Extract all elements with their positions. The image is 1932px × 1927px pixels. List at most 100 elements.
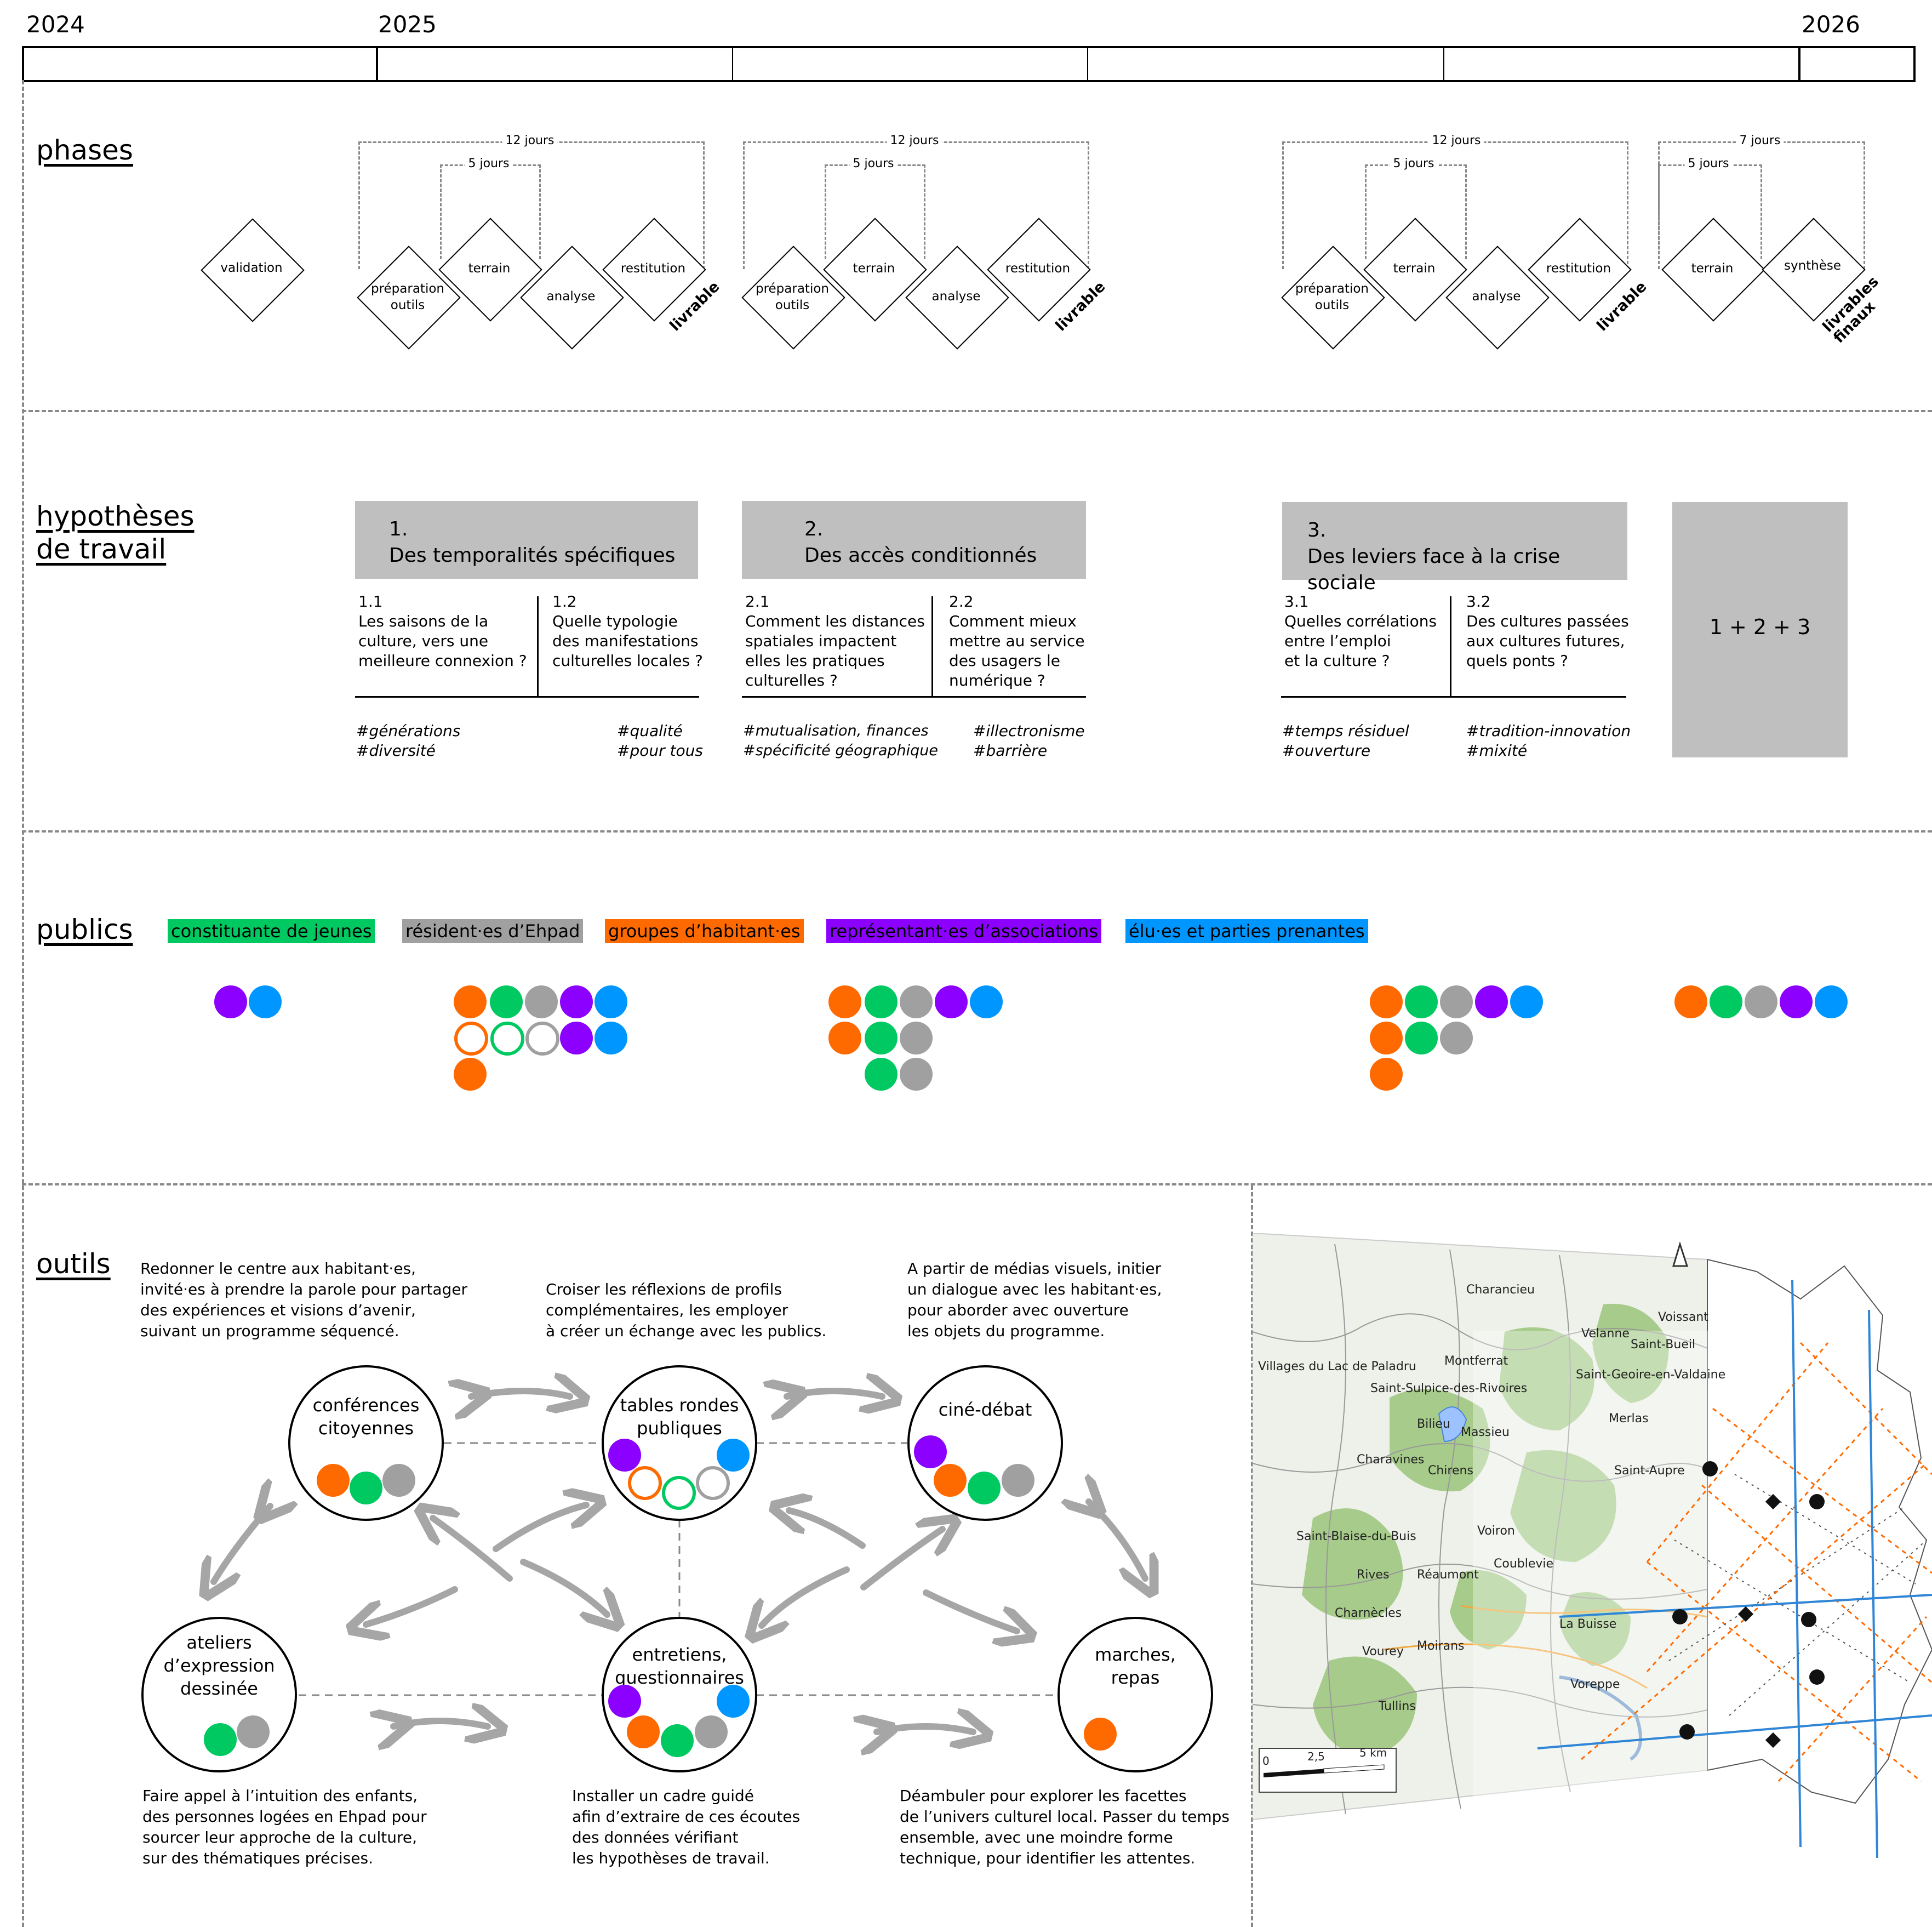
- public-dot-jeunes: [1710, 985, 1742, 1018]
- public-dot-ehpad: [1002, 1464, 1034, 1497]
- public-dot-habitants: [454, 1058, 487, 1091]
- map-place: Massieu: [1461, 1426, 1510, 1439]
- hypothesis-1-tags-left: #générations#diversité: [356, 722, 461, 760]
- public-dot-associations: [935, 985, 968, 1018]
- public-dot-associations: [1780, 985, 1813, 1018]
- bracket-label-5-days-1: 5 jours: [465, 157, 513, 170]
- phase-label-terrain-1: terrain: [468, 261, 511, 276]
- public-dot-habitants: [1370, 1058, 1403, 1091]
- public-dot-habitants: [934, 1464, 967, 1497]
- map-place: Charnècles: [1335, 1606, 1402, 1620]
- map-place: Velanne: [1581, 1327, 1630, 1341]
- hypothesis-2-tags-right: #illectronisme#barrière: [973, 722, 1085, 760]
- public-dot-habitants: [1084, 1718, 1117, 1751]
- map-place: Coublevie: [1494, 1557, 1553, 1571]
- public-dot-elus: [717, 1685, 750, 1718]
- map-place: Saint-Bueil: [1631, 1338, 1695, 1352]
- public-dot-associations: [608, 1685, 641, 1718]
- public-dot-habitants: [317, 1464, 350, 1497]
- separator-2: [22, 830, 1932, 833]
- map-place: Chirens: [1428, 1464, 1473, 1478]
- hypothesis-1-rule: [355, 696, 699, 698]
- phase-label-restitution-1: restitution: [620, 261, 686, 276]
- phase-label-analyse-3: analyse: [1472, 289, 1521, 304]
- hypothesis-3-tags-right: #tradition-innovation#mixité: [1466, 722, 1631, 760]
- map-scale-end: 5 km: [1359, 1746, 1387, 1759]
- hypothesis-1-header: 1.Des temporalités spécifiques: [355, 501, 698, 579]
- public-dot-habitants: [1370, 985, 1403, 1018]
- map-scale-0: 0: [1262, 1754, 1270, 1768]
- public-dot-elus: [1510, 985, 1543, 1018]
- hypothesis-1-tags-right: #qualité#pour tous: [617, 722, 703, 760]
- map-place: Saint-Geoire-en-Valdaine: [1576, 1368, 1725, 1382]
- phase-label-restitution-3: restitution: [1546, 261, 1611, 276]
- public-dot-habitants: [1370, 1022, 1403, 1054]
- public-dot-habitants: [627, 1715, 660, 1748]
- bracket-label-12-days-2: 12 jours: [887, 134, 942, 147]
- phase-label-terrain-3: terrain: [1393, 261, 1436, 276]
- outil-marches-repas: marches,repas: [1058, 1617, 1213, 1772]
- public-dot-jeunes: [865, 985, 898, 1018]
- outils-connectors: [0, 1343, 1251, 1891]
- public-dot-associations: [1475, 985, 1508, 1018]
- legend-habitants: groupes d’habitant·es: [605, 919, 804, 943]
- bracket-label-7-days: 7 jours: [1736, 134, 1784, 147]
- public-dot-ehpad: [1440, 1022, 1473, 1054]
- map-place: La Buisse: [1559, 1617, 1616, 1631]
- legend-ehpad: résident·es d’Ehpad: [402, 919, 584, 943]
- territory-map: Charancieu Villages du Lac de Paladru Mo…: [1253, 1233, 1932, 1858]
- legend-elus: élu·es et parties prenantes: [1125, 919, 1368, 943]
- hypotheses-combined-label: 1 + 2 + 3: [1709, 615, 1811, 639]
- bracket-label-12-days-1: 12 jours: [502, 134, 558, 147]
- public-dot-habitants: [828, 985, 861, 1018]
- hypothesis-3-header: 3.Des leviers face à la crise sociale: [1282, 502, 1627, 594]
- map-place: Saint-Sulpice-des-Rivoires: [1370, 1382, 1527, 1395]
- outil-desc-conferences: Redonner le centre aux habitant·es,invit…: [140, 1259, 468, 1340]
- timeline-bar: [22, 46, 1916, 82]
- public-ring-ehpad: [696, 1466, 730, 1500]
- public-dot-elus: [1815, 985, 1848, 1018]
- bracket-label-5-days-4: 5 jours: [1684, 157, 1733, 170]
- year-2024: 2024: [26, 11, 85, 38]
- map-place: Charavines: [1357, 1453, 1424, 1467]
- hypothesis-3-rule: [1281, 696, 1626, 698]
- public-dot-jeunes: [661, 1724, 694, 1757]
- hypothesis-2-tags-left: #mutualisation, finances#spécificité géo…: [743, 722, 939, 759]
- map-place: Tullins: [1378, 1700, 1416, 1713]
- public-ring-habitants: [628, 1466, 662, 1500]
- map-place: Merlas: [1609, 1412, 1649, 1426]
- hypothesis-2-rule: [742, 696, 1086, 698]
- public-dot-associations: [560, 985, 593, 1018]
- map-place: Rives: [1357, 1568, 1389, 1582]
- public-dot-ehpad: [900, 1058, 933, 1091]
- phase-label-synthese: synthèse: [1784, 259, 1842, 273]
- public-dot-jeunes: [350, 1472, 382, 1504]
- outils-map-divider: [1251, 1185, 1253, 1927]
- map-place: Voissant: [1658, 1310, 1708, 1324]
- map-place: Moirans: [1417, 1639, 1465, 1653]
- public-dot-jeunes: [1405, 985, 1438, 1018]
- public-dot-associations: [608, 1439, 641, 1472]
- map-scale-mid: 2,5: [1307, 1750, 1325, 1763]
- legend-associations: représentant·es d’associations: [826, 919, 1101, 943]
- hypothesis-2-divider: [931, 596, 933, 697]
- legend-jeunes: constituante de jeunes: [168, 919, 375, 943]
- public-dot-habitants: [828, 1022, 861, 1054]
- year-2026: 2026: [1802, 11, 1860, 38]
- public-dot-elus: [717, 1439, 750, 1472]
- public-dot-jeunes: [865, 1058, 898, 1091]
- map-place: Saint-Blaise-du-Buis: [1296, 1530, 1416, 1543]
- public-dot-jeunes: [204, 1723, 237, 1756]
